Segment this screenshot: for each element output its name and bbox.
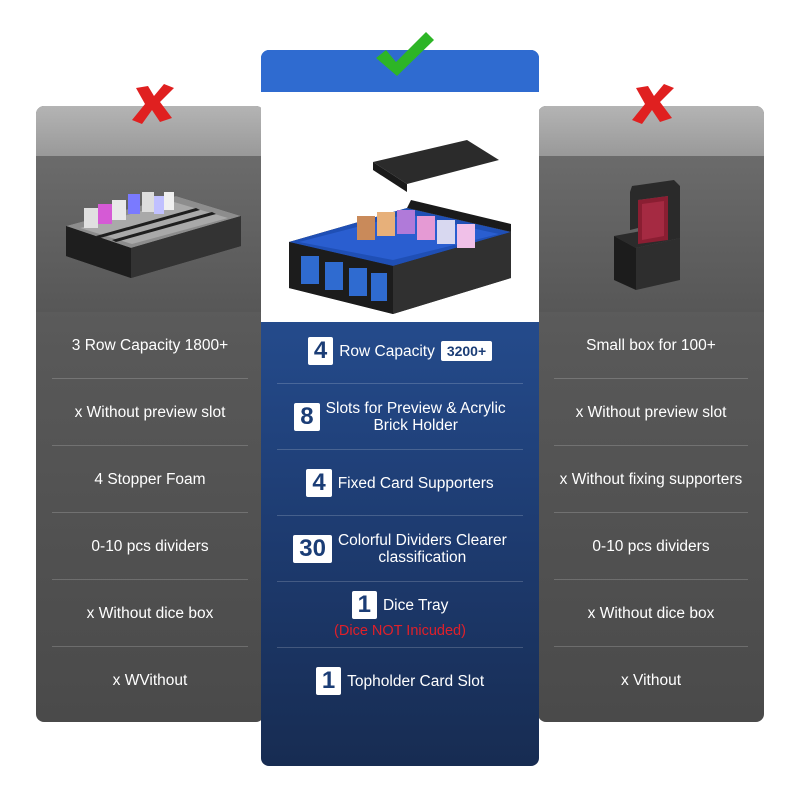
right-row-preview: x Without preview slot (538, 379, 764, 446)
right-row-supporters: x Without fixing supporters (538, 446, 764, 513)
mid-row-topholder: 1 Topholder Card Slot (261, 648, 539, 714)
red-x-icon (132, 84, 174, 124)
left-row-preview: x Without preview slot (36, 379, 264, 446)
left-feature-list: 3 Row Capacity 1800+ x Without preview s… (36, 312, 264, 716)
left-product-image (36, 156, 264, 312)
dice-note: (Dice NOT Inicuded) (334, 623, 466, 639)
mid-row-preview: 8 Slots for Preview & Acrylic Brick Hold… (261, 384, 539, 450)
right-feature-list: Small box for 100+ x Without preview slo… (538, 312, 764, 716)
middle-feature-list: 4 Row Capacity 3200+ 8 Slots for Preview… (261, 318, 539, 718)
right-column-header (538, 106, 764, 156)
right-row-topholder: x Vithout (620, 671, 682, 689)
right-comparison-column: Small box for 100+ x Without preview slo… (538, 106, 764, 722)
left-row-topholder: x WVithout (112, 671, 188, 689)
right-row-dice: x Without dice box (538, 580, 764, 647)
mid-row-dice: 1 Dice Tray (Dice NOT Inicuded) (261, 582, 539, 648)
capacity-badge: 3200+ (440, 341, 493, 361)
middle-comparison-column: 4 Row Capacity 3200+ 8 Slots for Preview… (261, 50, 539, 766)
number-badge: 1 (351, 591, 377, 619)
mid-row-supporters: 4 Fixed Card Supporters (261, 450, 539, 516)
number-badge: 30 (293, 535, 332, 563)
left-row-dividers: 0-10 pcs dividers (36, 513, 264, 580)
right-row-dividers: 0-10 pcs dividers (538, 513, 764, 580)
left-comparison-column: 3 Row Capacity 1800+ x Without preview s… (36, 106, 264, 722)
left-row-capacity: 3 Row Capacity 1800+ (36, 312, 264, 379)
middle-product-image (261, 92, 539, 322)
right-product-image (538, 156, 764, 312)
left-row-supporters: 4 Stopper Foam (36, 446, 264, 513)
right-row-capacity: Small box for 100+ (538, 312, 764, 379)
green-check-icon (376, 32, 434, 76)
left-row-dice: x Without dice box (36, 580, 264, 647)
red-x-icon (632, 84, 674, 124)
number-badge: 4 (306, 469, 332, 497)
mid-row-capacity: 4 Row Capacity 3200+ (261, 318, 539, 384)
number-badge: 8 (294, 403, 320, 431)
mid-row-dividers: 30 Colorful Dividers Clearer classificat… (261, 516, 539, 582)
number-badge: 1 (315, 667, 342, 695)
number-badge: 4 (307, 337, 334, 365)
left-column-header (36, 106, 264, 156)
